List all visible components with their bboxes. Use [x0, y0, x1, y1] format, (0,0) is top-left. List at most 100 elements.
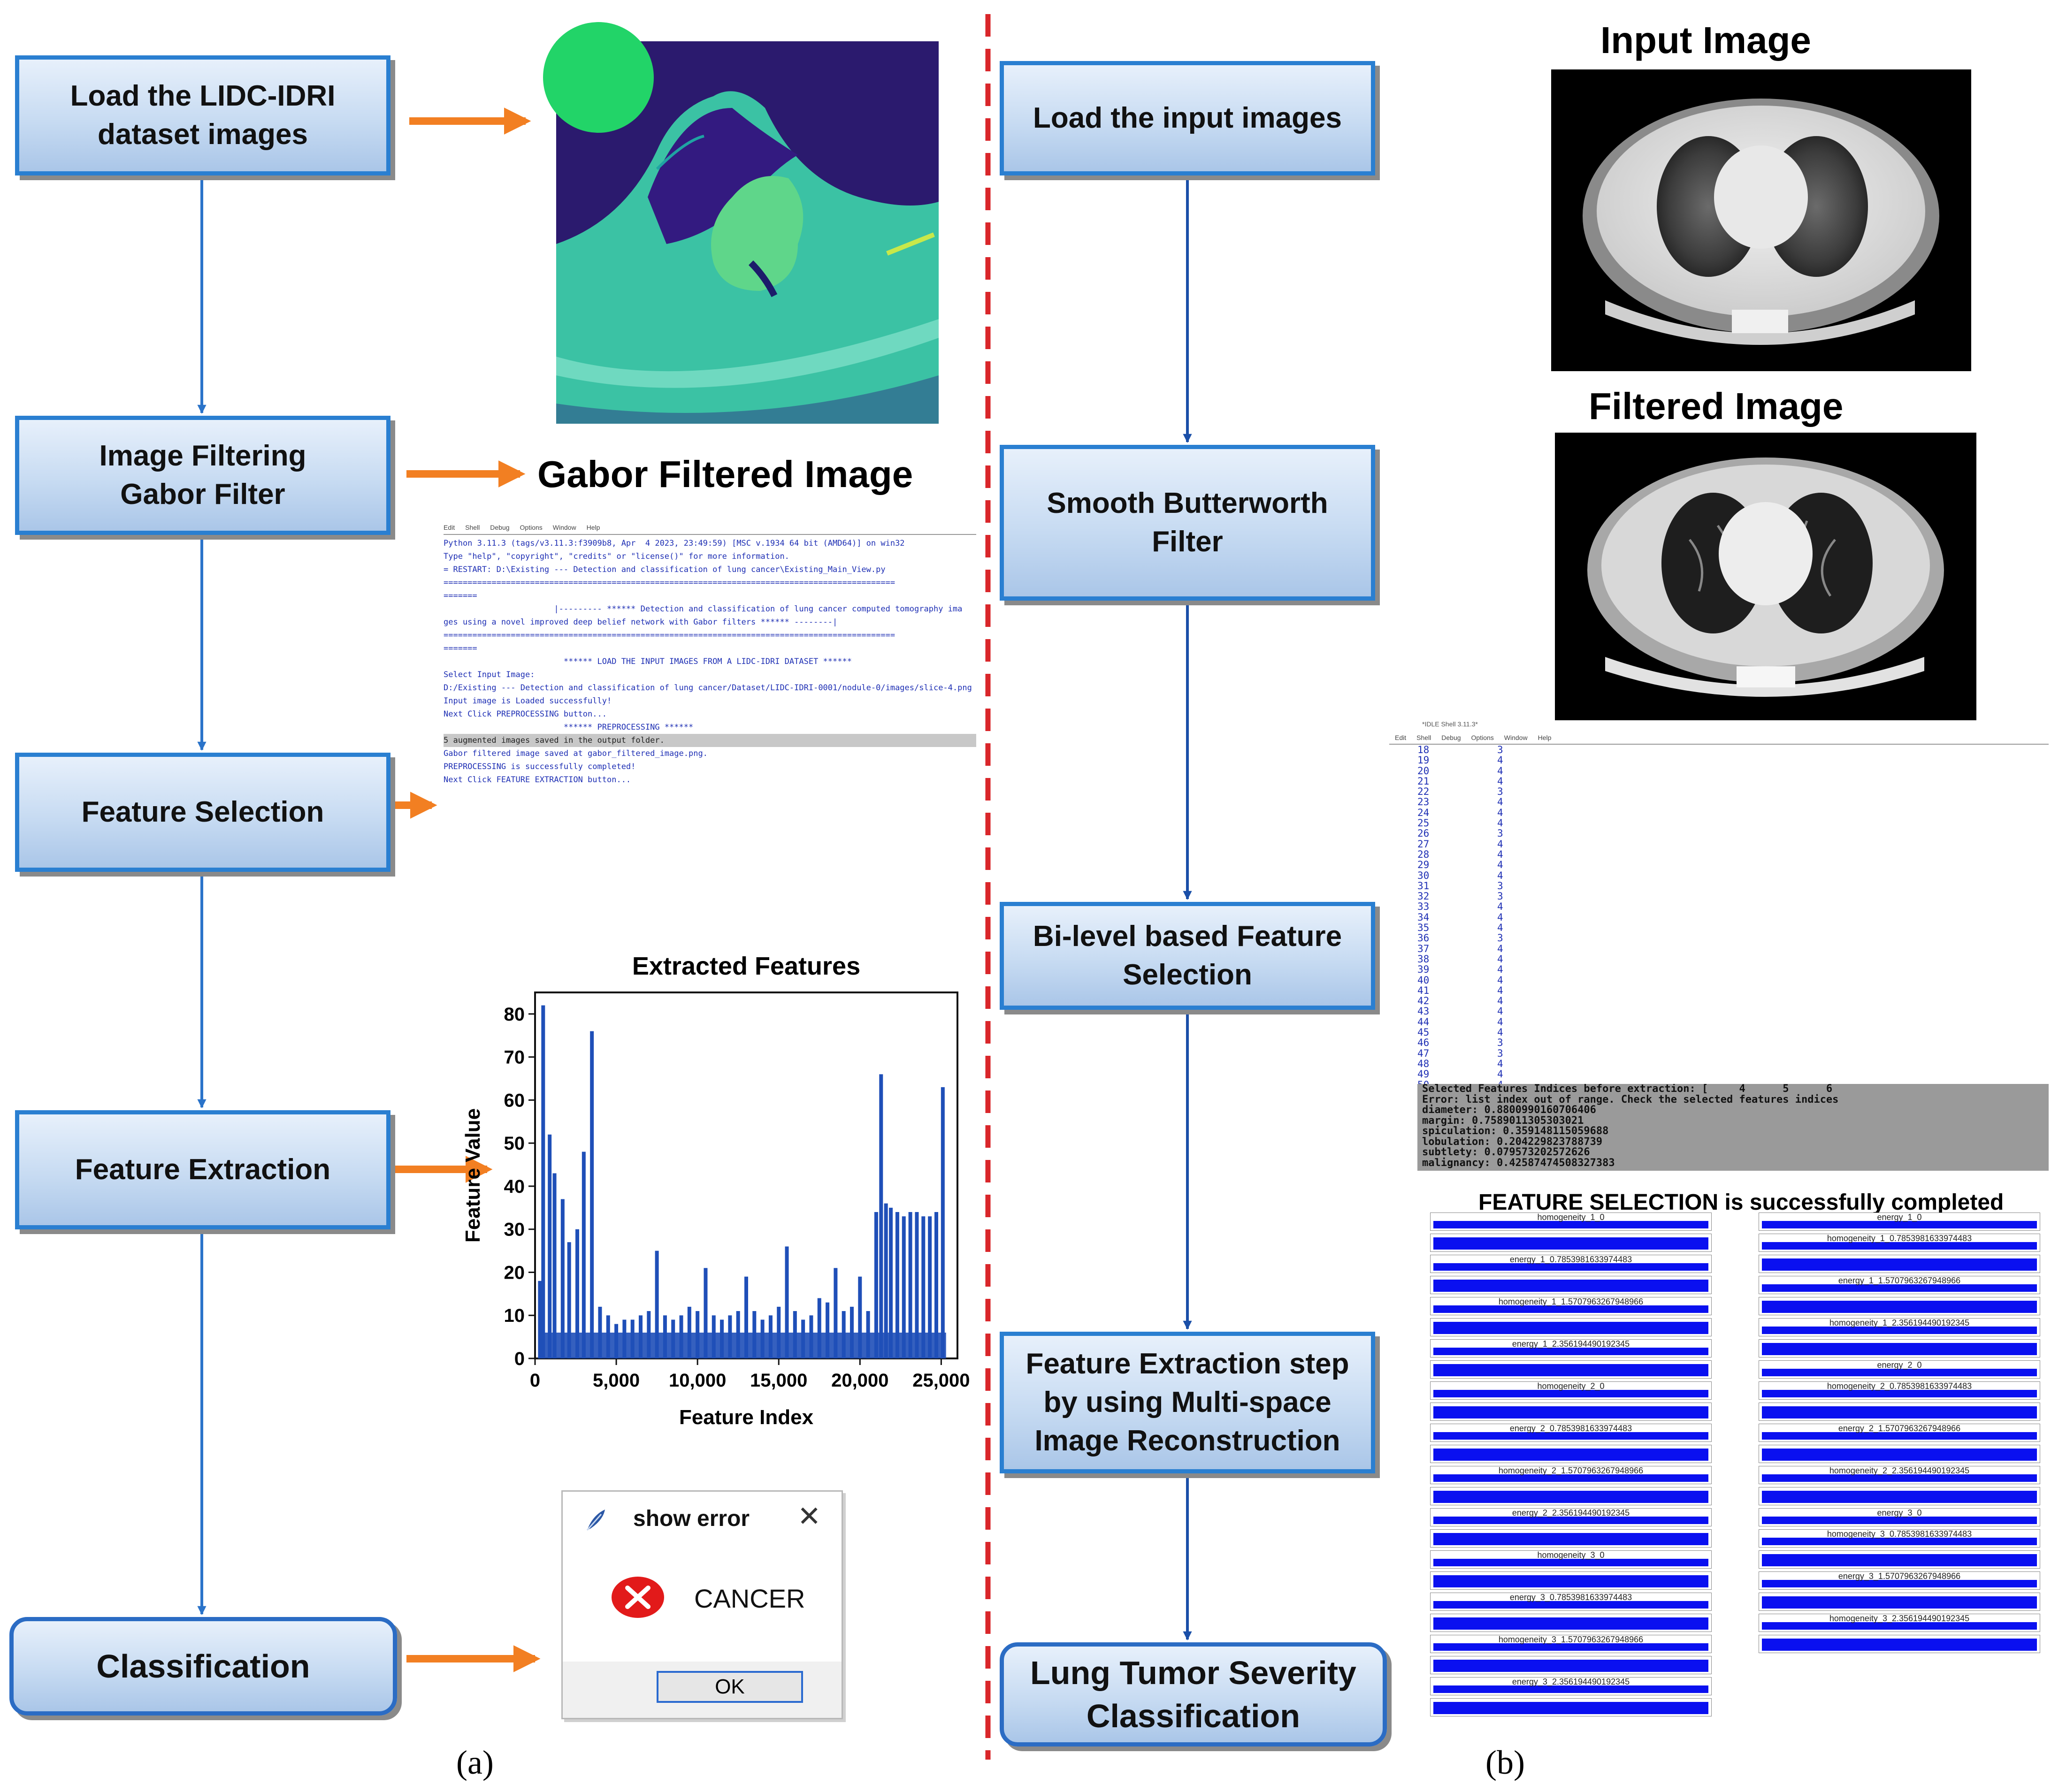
fs-subplot: homogeneity_1_1.5707963267948966: [1430, 1297, 1712, 1315]
shell-menu-shell[interactable]: Shell: [1416, 734, 1431, 741]
chart-bar: [785, 1246, 789, 1358]
shell-row-index: 26: [1417, 828, 1430, 839]
fs-axis-ticks: [1401, 1591, 1429, 1612]
fs-subplot-title: energy_1_1.5707963267948966: [1838, 1276, 1961, 1285]
shell-row-index: 20: [1417, 765, 1430, 777]
shell-menu-edit[interactable]: Edit: [1395, 734, 1407, 741]
chart-y-tick-label: 80: [504, 1004, 525, 1025]
feature-selection-completed-heading: FEATURE SELECTION is successfully comple…: [1478, 1190, 2004, 1215]
shell-row-value: 3: [1497, 1047, 1503, 1059]
fs-bar: [1762, 1343, 2037, 1355]
fs-subplot: [1430, 1318, 1712, 1336]
chart-bar: [590, 1031, 594, 1358]
dialog-title: show error: [633, 1506, 750, 1531]
shell-row-value: 4: [1497, 901, 1503, 913]
console-line: ========================================…: [444, 578, 895, 587]
fs-subplot: [1430, 1571, 1712, 1590]
fs-subplot: energy_3_2.356194490192345: [1430, 1677, 1712, 1695]
fs-subplot: energy_1_0: [1759, 1212, 2040, 1231]
fs-bar: [1762, 1596, 2037, 1609]
fs-axis-ticks: [1730, 1527, 1758, 1548]
fs-axis-ticks: [1401, 1443, 1429, 1464]
close-icon[interactable]: ✕: [797, 1501, 821, 1532]
shell-summary-line: diameter: 0.8800990160706406: [1422, 1104, 1596, 1116]
fs-subplot-title: homogeneity_2_1.5707963267948966: [1498, 1466, 1644, 1475]
panel-label-b: (b): [1485, 1744, 1525, 1781]
shell-summary-line: spiculation: 0.359148115059688: [1422, 1125, 1609, 1137]
chart-bar: [908, 1212, 912, 1358]
fs-bar: [1762, 1554, 2037, 1566]
fs-subplot: [1430, 1403, 1712, 1421]
console-menu-shell[interactable]: Shell: [465, 524, 480, 531]
chart-bar: [720, 1319, 724, 1358]
fs-bar: [1433, 1406, 1708, 1418]
fs-subplot: energy_3_1.5707963267948966: [1759, 1571, 2040, 1590]
step-box-load-dataset: Load the LIDC-IDRI dataset images: [15, 55, 390, 175]
shell-row-value: 4: [1497, 1058, 1503, 1069]
chart-bar: [541, 1005, 545, 1358]
fs-axis-ticks: [1401, 1422, 1429, 1443]
fs-subplot: homogeneity_3_0.7853981633974483: [1759, 1529, 2040, 1548]
shell-row-index: 19: [1417, 755, 1430, 766]
fs-subplot: [1759, 1635, 2040, 1653]
fs-subplot: [1430, 1360, 1712, 1379]
fs-axis-ticks: [1401, 1232, 1429, 1253]
console-line: ****** PREPROCESSING ******: [444, 723, 694, 732]
shell-menu-help[interactable]: Help: [1538, 734, 1552, 741]
fs-axis-ticks: [1730, 1401, 1758, 1422]
chart-bar: [884, 1203, 888, 1358]
step-box-multispace: Feature Extraction step by using Multi-s…: [1000, 1332, 1375, 1473]
fs-subplot-title: homogeneity_1_0: [1537, 1212, 1605, 1222]
shell-row-index: 28: [1417, 848, 1430, 860]
fs-axis-ticks: [1401, 1506, 1429, 1527]
chart-bar: [606, 1315, 610, 1358]
chart-bar: [614, 1324, 619, 1358]
chart-bar: [895, 1212, 899, 1358]
shell-menu-options[interactable]: Options: [1471, 734, 1494, 741]
console-menu-window[interactable]: Window: [552, 524, 576, 531]
fs-subplot: [1430, 1698, 1712, 1716]
chart-bar: [712, 1315, 716, 1358]
shell-menu-debug[interactable]: Debug: [1441, 734, 1461, 741]
shell-menu-window[interactable]: Window: [1504, 734, 1528, 741]
chart-bar: [777, 1306, 781, 1358]
fs-subplot: homogeneity_3_1.5707963267948966: [1430, 1635, 1712, 1653]
step-box-feature-selection: Feature Selection: [15, 753, 390, 872]
shell-summary: Selected Features Indices before extract…: [1417, 1084, 2049, 1171]
fs-axis-ticks: [1730, 1316, 1758, 1337]
console-menu-options[interactable]: Options: [520, 524, 543, 531]
fs-subplot: [1759, 1550, 2040, 1569]
shell-summary-line: lobulation: 0.204229823788739: [1422, 1136, 1603, 1148]
console-menu-edit[interactable]: Edit: [444, 524, 455, 531]
console-menu-help[interactable]: Help: [586, 524, 600, 531]
fs-bar: [1762, 1474, 2037, 1482]
shell-row-value: 4: [1497, 984, 1503, 996]
fs-axis-ticks: [1730, 1380, 1758, 1401]
fs-subplot: homogeneity_1_2.356194490192345: [1759, 1318, 2040, 1336]
shell-row-value: 4: [1497, 755, 1503, 766]
ok-button[interactable]: OK: [657, 1671, 803, 1703]
fs-subplot-title: energy_2_0.7853981633974483: [1509, 1424, 1632, 1433]
shell-row-index: 40: [1417, 974, 1430, 986]
fs-bar: [1433, 1702, 1708, 1714]
fs-axis-ticks: [1401, 1464, 1429, 1485]
error-icon: [612, 1577, 664, 1618]
fs-subplot: energy_2_0: [1759, 1360, 2040, 1379]
console-menu-debug[interactable]: Debug: [490, 524, 510, 531]
fs-subplot-title: energy_2_1.5707963267948966: [1838, 1424, 1961, 1433]
chart-bar: [639, 1315, 643, 1358]
chart-bar: [630, 1319, 635, 1358]
console-line: Next Click PREPROCESSING button...: [444, 709, 607, 719]
console-output: Python 3.11.3 (tags/v3.11.3:f3909b8, Apr…: [444, 534, 976, 786]
shell-row-index: 33: [1417, 901, 1430, 913]
fs-axis-ticks: [1730, 1633, 1758, 1654]
shell-row-index: 45: [1417, 1027, 1430, 1038]
fs-bar: [1762, 1406, 2037, 1418]
fs-bar: [1433, 1322, 1708, 1334]
